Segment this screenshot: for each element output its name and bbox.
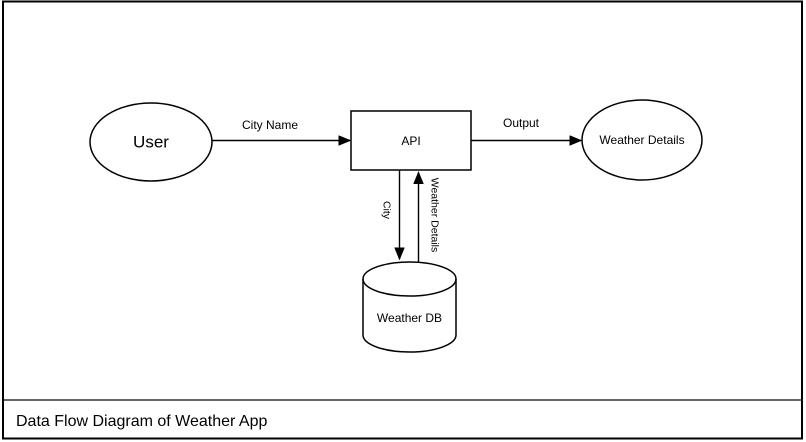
weather-details-label: Weather Details xyxy=(599,133,684,147)
node-shapes xyxy=(89,99,703,353)
edge-label-output: Output xyxy=(503,116,540,130)
edge-label-city: City xyxy=(381,201,393,220)
edges xyxy=(212,141,582,262)
edge-label-city-name: City Name xyxy=(242,118,298,132)
weather-db-label: Weather DB xyxy=(377,311,442,325)
weather-db-cylinder xyxy=(362,261,457,353)
user-label: User xyxy=(133,133,169,152)
api-rectangle xyxy=(350,110,472,171)
edge-label-weather-details: Weather Details xyxy=(429,178,441,253)
labels: User API Weather Details Weather DB City… xyxy=(16,116,685,430)
weather-db-cylinder-top-arc xyxy=(362,278,457,297)
user-ellipse xyxy=(89,102,213,182)
api-label: API xyxy=(401,134,420,148)
diagram-title: Data Flow Diagram of Weather App xyxy=(16,413,267,430)
